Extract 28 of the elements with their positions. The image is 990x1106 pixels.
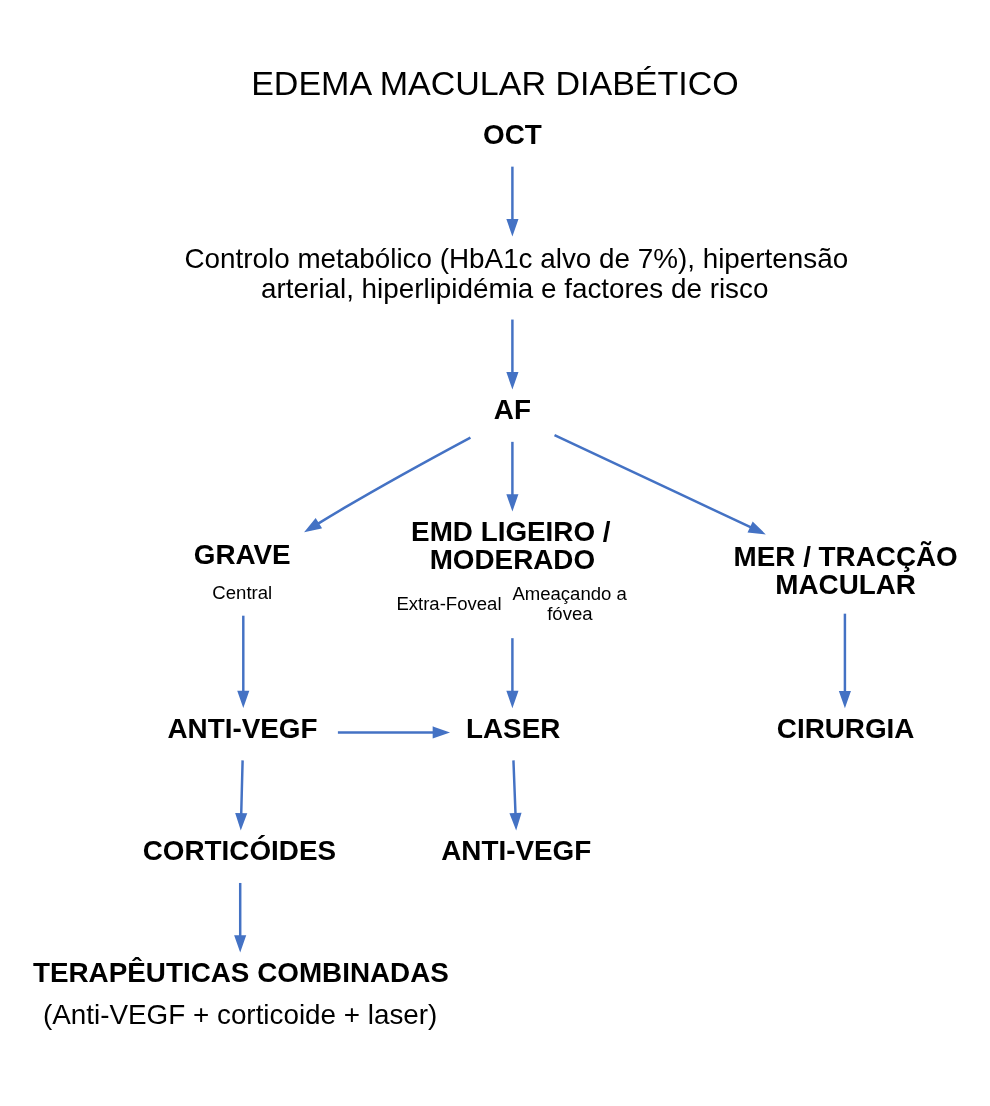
node-label: Central [212, 581, 273, 603]
node-text: ANTI-VEGF [167, 712, 318, 744]
arrow [506, 319, 519, 390]
node-text: Controlo metabólico (HbA1c alvo de 7%), hipertensão arterial, hiperlipidémia e factores de risco [184, 242, 849, 305]
node-text: OCT [483, 118, 542, 150]
node-text: AF [493, 394, 531, 426]
arrow [554, 434, 766, 535]
arrow [506, 441, 519, 512]
node-text: ANTI-VEGF [441, 834, 592, 866]
arrow [506, 638, 519, 709]
arrow [235, 760, 248, 831]
diagram-title: EDEMA MACULAR DIABÉTICO [251, 63, 739, 102]
node-text: MER / TRACÇÃO MACULAR [733, 540, 958, 600]
arrow [838, 613, 851, 709]
arrow [234, 882, 247, 953]
arrow [509, 760, 522, 831]
node-label: Ameaçando a fóvea [512, 583, 627, 625]
arrow [506, 166, 519, 237]
node-text: CORTICÓIDES [142, 834, 337, 866]
arrow [304, 436, 472, 533]
node-text: LASER [466, 712, 561, 744]
node-text: CIRURGIA [776, 712, 915, 744]
arrow [237, 615, 250, 709]
arrow [337, 726, 450, 739]
node-text: TERAPÊUTICAS COMBINADAS (Anti-VEGF + corticoide + laser) [32, 957, 449, 1030]
node-label: Extra-Foveal [396, 593, 502, 615]
node-text: EMD LIGEIRO / MODERADO [411, 516, 611, 576]
node-text: GRAVE [193, 539, 291, 571]
